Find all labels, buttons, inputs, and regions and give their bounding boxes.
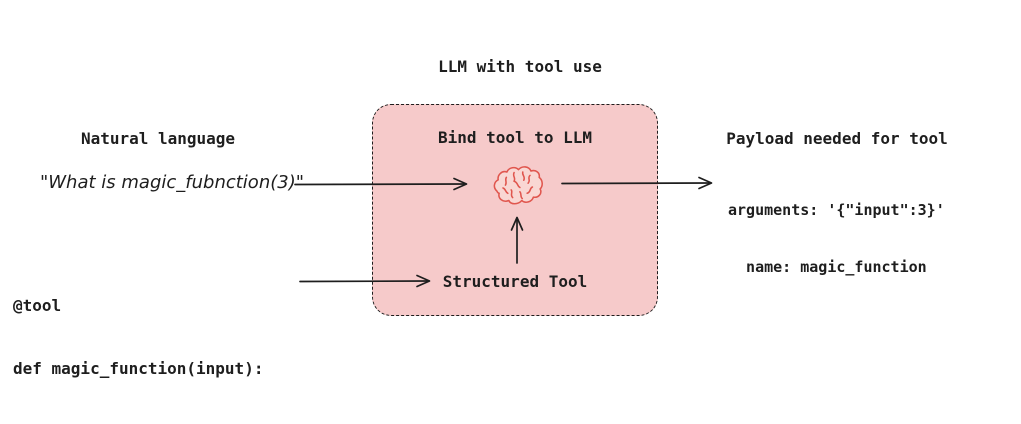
payload-block: arguments: '{"input":3}' name: magic_fun…: [728, 163, 945, 315]
code-line: return input + 2: [13, 421, 263, 424]
payload-line: arguments: '{"input":3}': [728, 201, 945, 219]
bind-box-heading: Bind tool to LLM: [437, 128, 593, 147]
code-line: @tool: [13, 296, 62, 315]
diagram-title: LLM with tool use: [438, 57, 602, 76]
natural-language-heading: Natural language: [80, 129, 236, 148]
structured-tool-label: Structured Tool: [442, 272, 588, 291]
tool-code-block: @tool def magic_function(input): return …: [13, 253, 263, 424]
payload-heading: Payload needed for tool: [726, 129, 948, 148]
code-line: def magic_function(input):: [13, 359, 264, 378]
brain-icon: [493, 166, 543, 205]
payload-line: name: magic_function: [728, 258, 927, 276]
natural-language-quote: "What is magic_fubnction(3)": [39, 172, 304, 193]
